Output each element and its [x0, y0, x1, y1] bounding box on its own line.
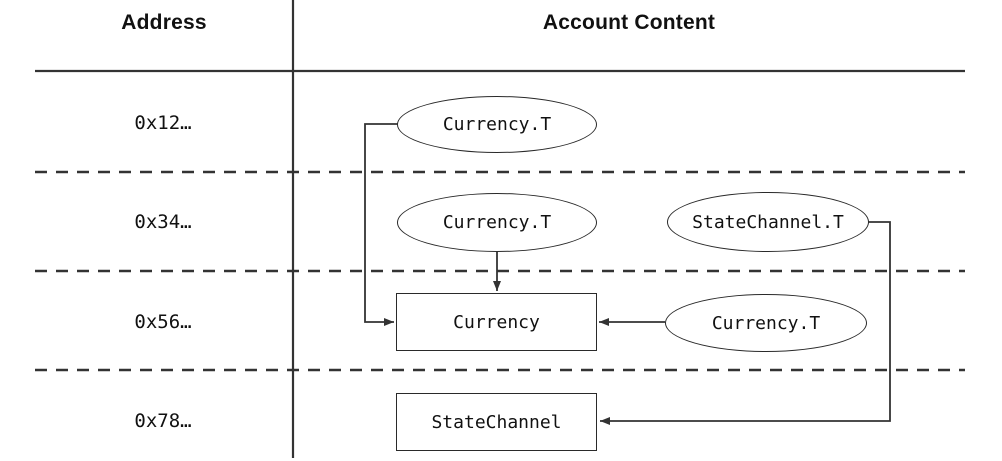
node-label: Currency.T: [711, 312, 821, 334]
edge-currencyT-row1-to-currency-module: [364, 123, 398, 326]
node-statechannel-module: StateChannel: [396, 393, 597, 451]
edge-statechannelT-to-statechannel-module: [600, 221, 891, 425]
node-label: StateChannel.T: [692, 211, 844, 233]
node-currency-t-row2: Currency.T: [397, 193, 597, 252]
address-label-0x34: 0x34…: [134, 211, 192, 233]
node-label: StateChannel: [431, 411, 562, 433]
node-currency-module: Currency: [396, 293, 597, 351]
node-label: Currency.T: [442, 212, 552, 233]
column-header-account-content: Account Content: [542, 11, 716, 34]
address-label-0x12: 0x12…: [134, 112, 192, 134]
node-currency-t-row3: Currency.T: [665, 294, 867, 352]
column-header-address: Address: [121, 11, 207, 34]
address-label-0x56: 0x56…: [134, 311, 192, 333]
node-statechannel-t-row2: StateChannel.T: [667, 192, 869, 252]
node-label: Currency: [453, 311, 540, 333]
node-currency-t-row1: Currency.T: [397, 96, 597, 153]
node-label: Currency.T: [442, 114, 552, 135]
address-label-0x78: 0x78…: [134, 410, 192, 432]
